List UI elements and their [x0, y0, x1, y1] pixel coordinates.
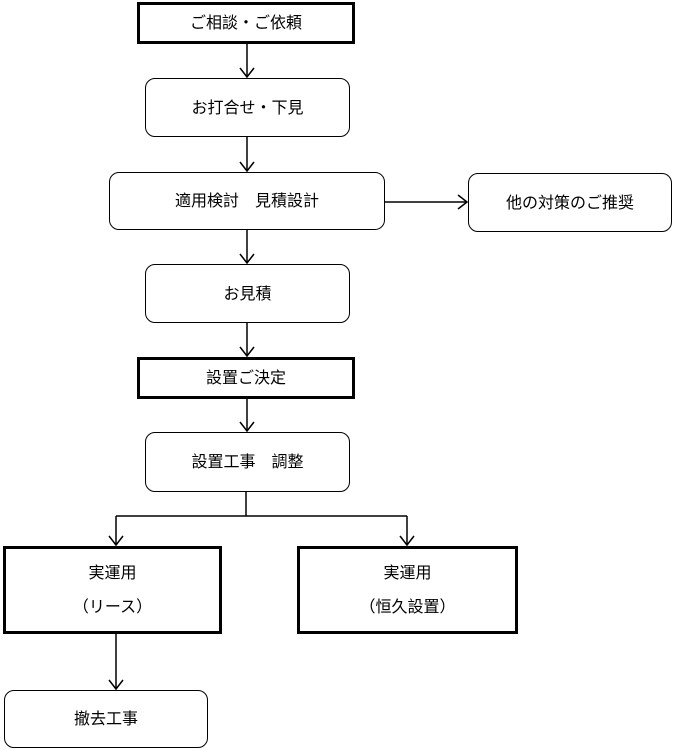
node-study-label: 適用検討 見積設計	[174, 191, 319, 211]
node-install: 設置工事 調整	[145, 432, 350, 492]
arrowhead-consult-to-meeting	[239, 67, 255, 79]
arrowhead-to-permanent	[399, 535, 415, 547]
node-meeting-label: お打合せ・下見	[191, 97, 304, 117]
node-estimate: お見積	[145, 264, 350, 323]
node-estimate-label: お見積	[223, 283, 272, 303]
node-operation-lease: 実運用 （リース）	[3, 546, 222, 634]
arrowhead-study-to-estimate	[239, 253, 255, 265]
arrowhead-to-lease	[108, 535, 124, 547]
node-operation-permanent: 実運用 （恒久設置）	[297, 546, 518, 634]
node-removal-label: 撤去工事	[73, 709, 138, 729]
node-install-label: 設置工事 調整	[191, 452, 304, 472]
node-operation-permanent-line2: （恒久設置）	[359, 597, 456, 616]
node-consult-label: ご相談・ご依頼	[189, 13, 302, 33]
node-study: 適用検討 見積設計	[109, 172, 385, 230]
node-removal: 撤去工事	[4, 690, 208, 748]
node-decision: 設置ご決定	[137, 357, 355, 399]
node-consult: ご相談・ご依頼	[137, 2, 355, 44]
arrowhead-lease-to-removal	[108, 679, 124, 691]
node-operation-lease-line1: 実運用	[88, 563, 137, 582]
arrowhead-decision-to-install	[239, 421, 255, 433]
arrowhead-study-to-alternative	[457, 194, 469, 210]
node-operation-permanent-line1: 実運用	[383, 563, 432, 582]
arrowhead-meeting-to-study	[239, 161, 255, 173]
node-decision-label: 設置ご決定	[205, 368, 286, 388]
node-alternative: 他の対策のご推奨	[468, 173, 672, 232]
node-alternative-label: 他の対策のご推奨	[505, 192, 634, 212]
node-meeting: お打合せ・下見	[145, 78, 350, 137]
node-operation-lease-line2: （リース）	[72, 597, 153, 616]
arrowhead-estimate-to-decision	[239, 346, 255, 358]
